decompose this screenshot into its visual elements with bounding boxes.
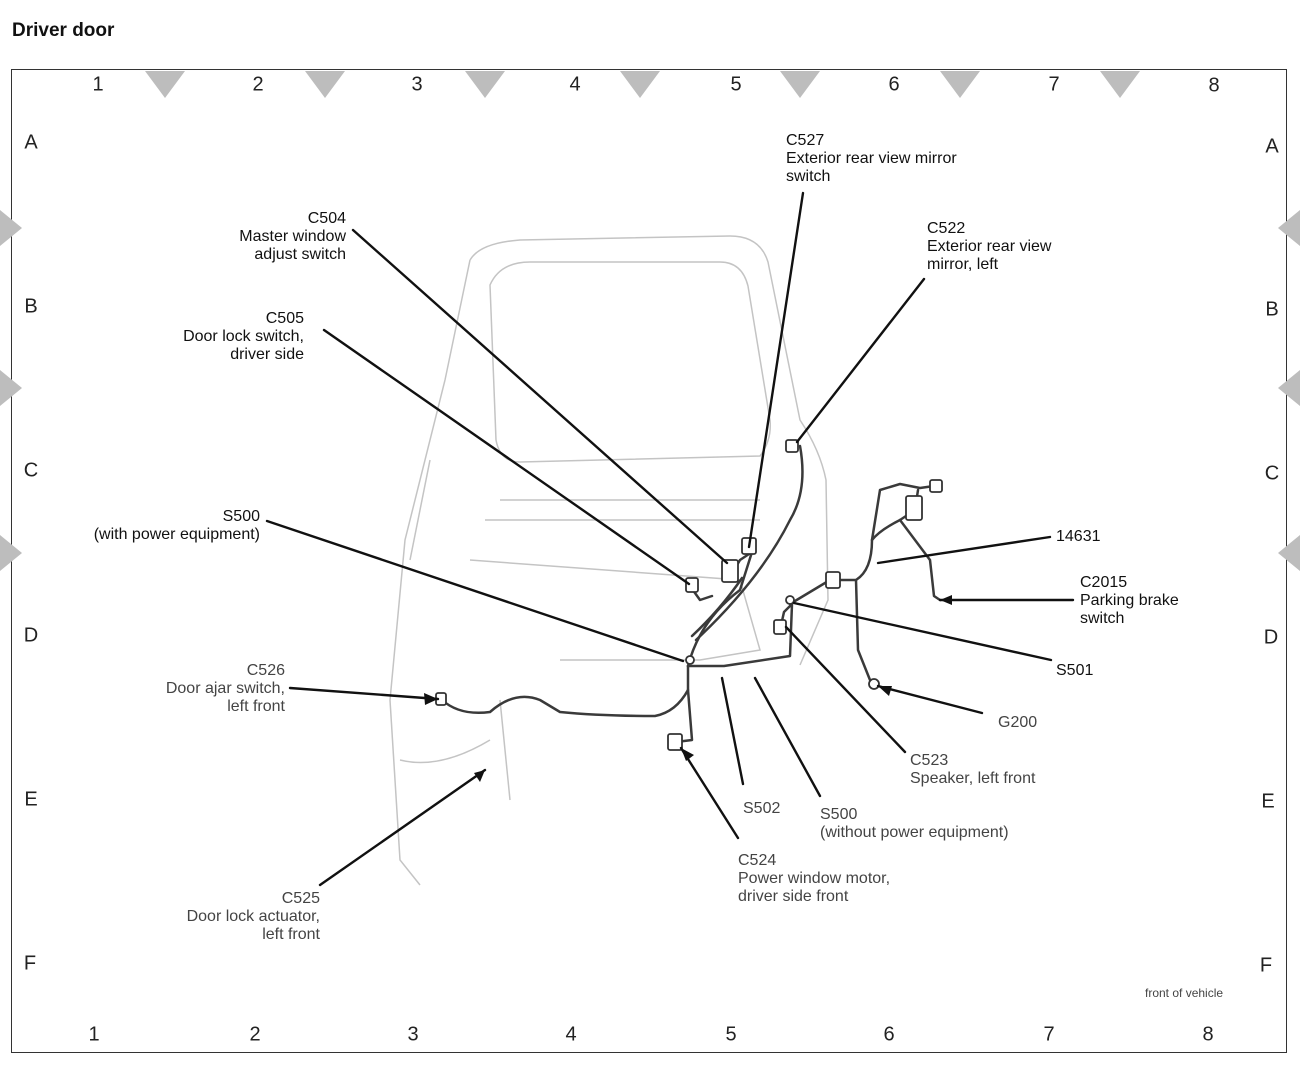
- callout-c2015: C2015 Parking brake switch: [1080, 574, 1179, 628]
- connector-desc-line: mirror, left: [927, 256, 999, 273]
- splice-id: S501: [1056, 662, 1094, 679]
- grid-row-d-left: D: [23, 624, 39, 647]
- connector-id: C523: [910, 752, 949, 769]
- connector-desc-line: Exterior rear view mirror: [786, 150, 957, 167]
- connector-desc-line: switch: [786, 168, 831, 185]
- connector-desc-line: Parking brake: [1080, 592, 1179, 609]
- callout-g200: G200: [998, 714, 1037, 732]
- connector-desc-line: Speaker, left front: [910, 770, 1036, 787]
- connector-desc-line: adjust switch: [254, 246, 346, 263]
- connector-id: C525: [281, 890, 320, 907]
- grid-row-b-right: B: [1265, 298, 1279, 321]
- callout-c504: C504 Master window adjust switch: [186, 210, 346, 264]
- grid-col-2-bottom: 2: [249, 1023, 261, 1046]
- connector-desc-line: driver side: [230, 346, 304, 363]
- grid-row-d-right: D: [1263, 626, 1279, 649]
- ground-id: G200: [998, 714, 1038, 731]
- grid-row-f-right: F: [1259, 954, 1273, 977]
- connector-desc-line: Door lock switch,: [183, 328, 304, 345]
- connector-desc-line: driver side front: [738, 888, 849, 905]
- callout-c526: C526 Door ajar switch, left front: [120, 662, 285, 716]
- grid-row-c-right: C: [1264, 462, 1280, 485]
- connector-id: C522: [927, 220, 966, 237]
- connector-desc-line: Door lock actuator,: [186, 908, 320, 925]
- connector-id: C505: [265, 310, 304, 327]
- grid-col-5-bottom: 5: [725, 1023, 737, 1046]
- connector-id: C527: [786, 132, 825, 149]
- grid-row-f-left: F: [23, 952, 37, 975]
- callout-c524: C524 Power window motor, driver side fro…: [738, 852, 890, 906]
- grid-col-8-top: 8: [1208, 74, 1220, 97]
- connector-desc-line: switch: [1080, 610, 1125, 627]
- grid-row-a-left: A: [24, 131, 38, 154]
- grid-col-6-bottom: 6: [883, 1023, 895, 1046]
- callout-s500-without-power: S500 (without power equipment): [820, 806, 1009, 842]
- callout-c523: C523 Speaker, left front: [910, 752, 1035, 788]
- connector-id: C526: [246, 662, 285, 679]
- grid-col-3-top: 3: [411, 73, 423, 96]
- callout-s502: S502: [743, 800, 780, 818]
- callout-s501: S501: [1056, 662, 1093, 680]
- connector-id: C504: [307, 210, 346, 227]
- callout-c527: C527 Exterior rear view mirror switch: [786, 132, 957, 186]
- connector-id: C524: [738, 852, 777, 869]
- splice-id: S502: [743, 800, 781, 817]
- grid-markers: [0, 71, 1300, 571]
- door-outline: [389, 235, 829, 886]
- callout-s500-with-power: S500 (with power equipment): [40, 508, 260, 544]
- grid-col-4-bottom: 4: [565, 1023, 577, 1046]
- callout-14631: 14631: [1056, 528, 1101, 546]
- splice-id: S500: [222, 508, 260, 525]
- grid-row-e-left: E: [24, 788, 38, 811]
- grid-col-8-bottom: 8: [1202, 1023, 1214, 1046]
- leader-arrowheads: [424, 595, 952, 782]
- grid-col-2-top: 2: [252, 73, 264, 96]
- splice-desc-line: (with power equipment): [93, 526, 260, 543]
- connector-desc-line: Exterior rear view: [927, 238, 1052, 255]
- grid-col-3-bottom: 3: [407, 1023, 419, 1046]
- connectors: [435, 439, 943, 751]
- grid-row-a-right: A: [1265, 135, 1279, 158]
- grid-row-b-left: B: [24, 295, 38, 318]
- connector-desc-line: Door ajar switch,: [165, 680, 285, 697]
- connector-desc-line: Power window motor,: [738, 870, 891, 887]
- front-of-vehicle-note: front of vehicle: [1145, 986, 1224, 1000]
- connector-desc-line: Master window: [239, 228, 346, 245]
- connector-id: C2015: [1080, 574, 1128, 591]
- grid-col-7-bottom: 7: [1043, 1023, 1055, 1046]
- wiring-harness: [440, 444, 942, 744]
- part-id: 14631: [1056, 528, 1101, 545]
- splice-desc-line: (without power equipment): [820, 824, 1009, 841]
- grid-col-5-top: 5: [730, 73, 742, 96]
- grid-col-1-top: 1: [92, 73, 104, 96]
- connector-desc-line: left front: [262, 926, 320, 943]
- connector-desc-line: left front: [227, 698, 285, 715]
- callout-c525: C525 Door lock actuator, left front: [140, 890, 320, 944]
- grid-col-4-top: 4: [569, 73, 581, 96]
- grid-col-1-bottom: 1: [88, 1023, 100, 1046]
- page-title: Driver door: [12, 20, 115, 41]
- grid-col-6-top: 6: [888, 73, 900, 96]
- leader-lines: [265, 191, 1075, 887]
- callout-c522: C522 Exterior rear view mirror, left: [927, 220, 1051, 274]
- callout-c505: C505 Door lock switch, driver side: [124, 310, 304, 364]
- grid-row-c-left: C: [23, 459, 39, 482]
- grid-col-7-top: 7: [1048, 73, 1060, 96]
- splice-id: S500: [820, 806, 858, 823]
- grid-row-e-right: E: [1261, 790, 1275, 813]
